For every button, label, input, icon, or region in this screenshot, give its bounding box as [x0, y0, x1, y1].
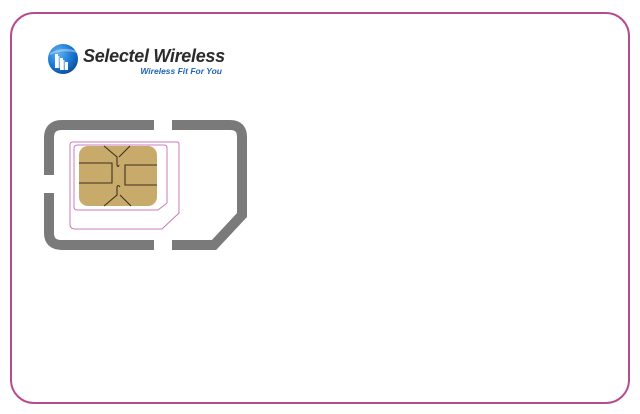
nano-sim-outline [73, 144, 168, 211]
micro-sim-outline [69, 141, 180, 230]
sim-chip-contact [79, 146, 157, 206]
selectel-globe-logo-icon [48, 44, 78, 74]
sim-chip-icon [44, 120, 247, 250]
brand-logo: Selectel Wireless Wireless Fit For You [47, 43, 227, 77]
brand-tagline: Wireless Fit For You [140, 66, 222, 76]
sim-card-body [10, 12, 630, 404]
brand-name: Selectel Wireless [83, 46, 225, 66]
chip-contact-lines [79, 145, 157, 207]
sim-punch-frame [44, 120, 247, 250]
